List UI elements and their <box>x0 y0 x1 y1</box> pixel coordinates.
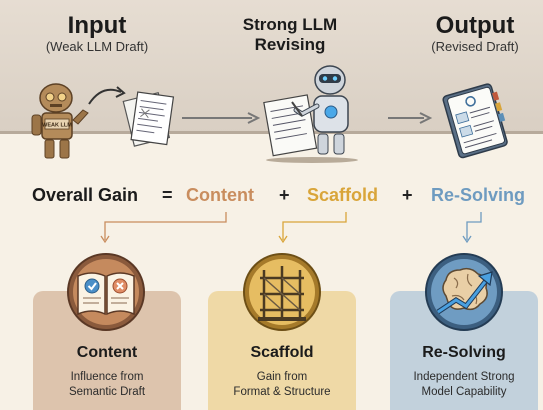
scaffold-term: Scaffold <box>307 185 379 205</box>
content-connector <box>104 212 227 240</box>
plus-sign-2: + <box>402 185 413 205</box>
content-term: Content <box>186 185 254 205</box>
input-title: Input <box>67 12 127 39</box>
content-desc-line2: Semantic Draft <box>68 386 146 398</box>
scaffold-structure-icon <box>243 253 321 331</box>
resolving-connector <box>466 212 482 240</box>
revised-document-icon <box>442 83 508 159</box>
connector-lines <box>100 212 482 244</box>
content-card-desc: Influence from Semantic Draft <box>33 370 181 400</box>
open-book-check-icon <box>67 253 145 331</box>
input-subtitle: (Weak LLM Draft) <box>45 39 149 54</box>
resolving-card-desc: Independent Strong Model Capability <box>390 370 538 400</box>
scaffold-card-title: Scaffold <box>250 344 314 361</box>
gain-equation: Overall Gain = Content + Scaffold + Re-S… <box>0 183 543 209</box>
scaffold-connector <box>282 212 347 240</box>
resolving-desc-line1: Independent Strong <box>413 371 515 383</box>
plus-sign-1: + <box>279 185 290 205</box>
overall-gain-label: Overall Gain <box>32 185 139 205</box>
strong-robot-icon <box>263 65 358 163</box>
equals-sign: = <box>162 185 173 205</box>
arrow-to-output <box>388 112 433 124</box>
middle-title-line1: Strong LLM <box>242 15 338 34</box>
output-title: Output <box>435 12 515 39</box>
middle-header: Strong LLM Revising <box>215 15 365 55</box>
resolving-desc-line2: Model Capability <box>421 386 507 398</box>
content-desc-line1: Influence from <box>70 371 144 383</box>
weak-robot-icon: WEAK LLM <box>31 83 89 159</box>
robot-badge-text: WEAK LLM <box>42 123 72 129</box>
scaffold-card-desc: Gain from Format & Structure <box>208 370 356 400</box>
draft-papers-icon <box>122 91 175 147</box>
resolving-term: Re-Solving <box>431 185 526 205</box>
output-subtitle: (Revised Draft) <box>431 39 519 54</box>
scaffold-desc-line2: Format & Structure <box>233 386 331 398</box>
brain-growth-icon <box>425 253 503 331</box>
arrow-to-strong-llm <box>182 112 261 124</box>
scaffold-desc-line1: Gain from <box>256 371 308 383</box>
content-card-title: Content <box>76 344 138 361</box>
curved-arrow-icon <box>88 86 126 105</box>
output-header: Output (Revised Draft) <box>400 13 543 55</box>
middle-title-line2: Revising <box>254 35 326 54</box>
input-header: Input (Weak LLM Draft) <box>22 13 172 55</box>
resolving-card-title: Re-Solving <box>422 344 506 361</box>
